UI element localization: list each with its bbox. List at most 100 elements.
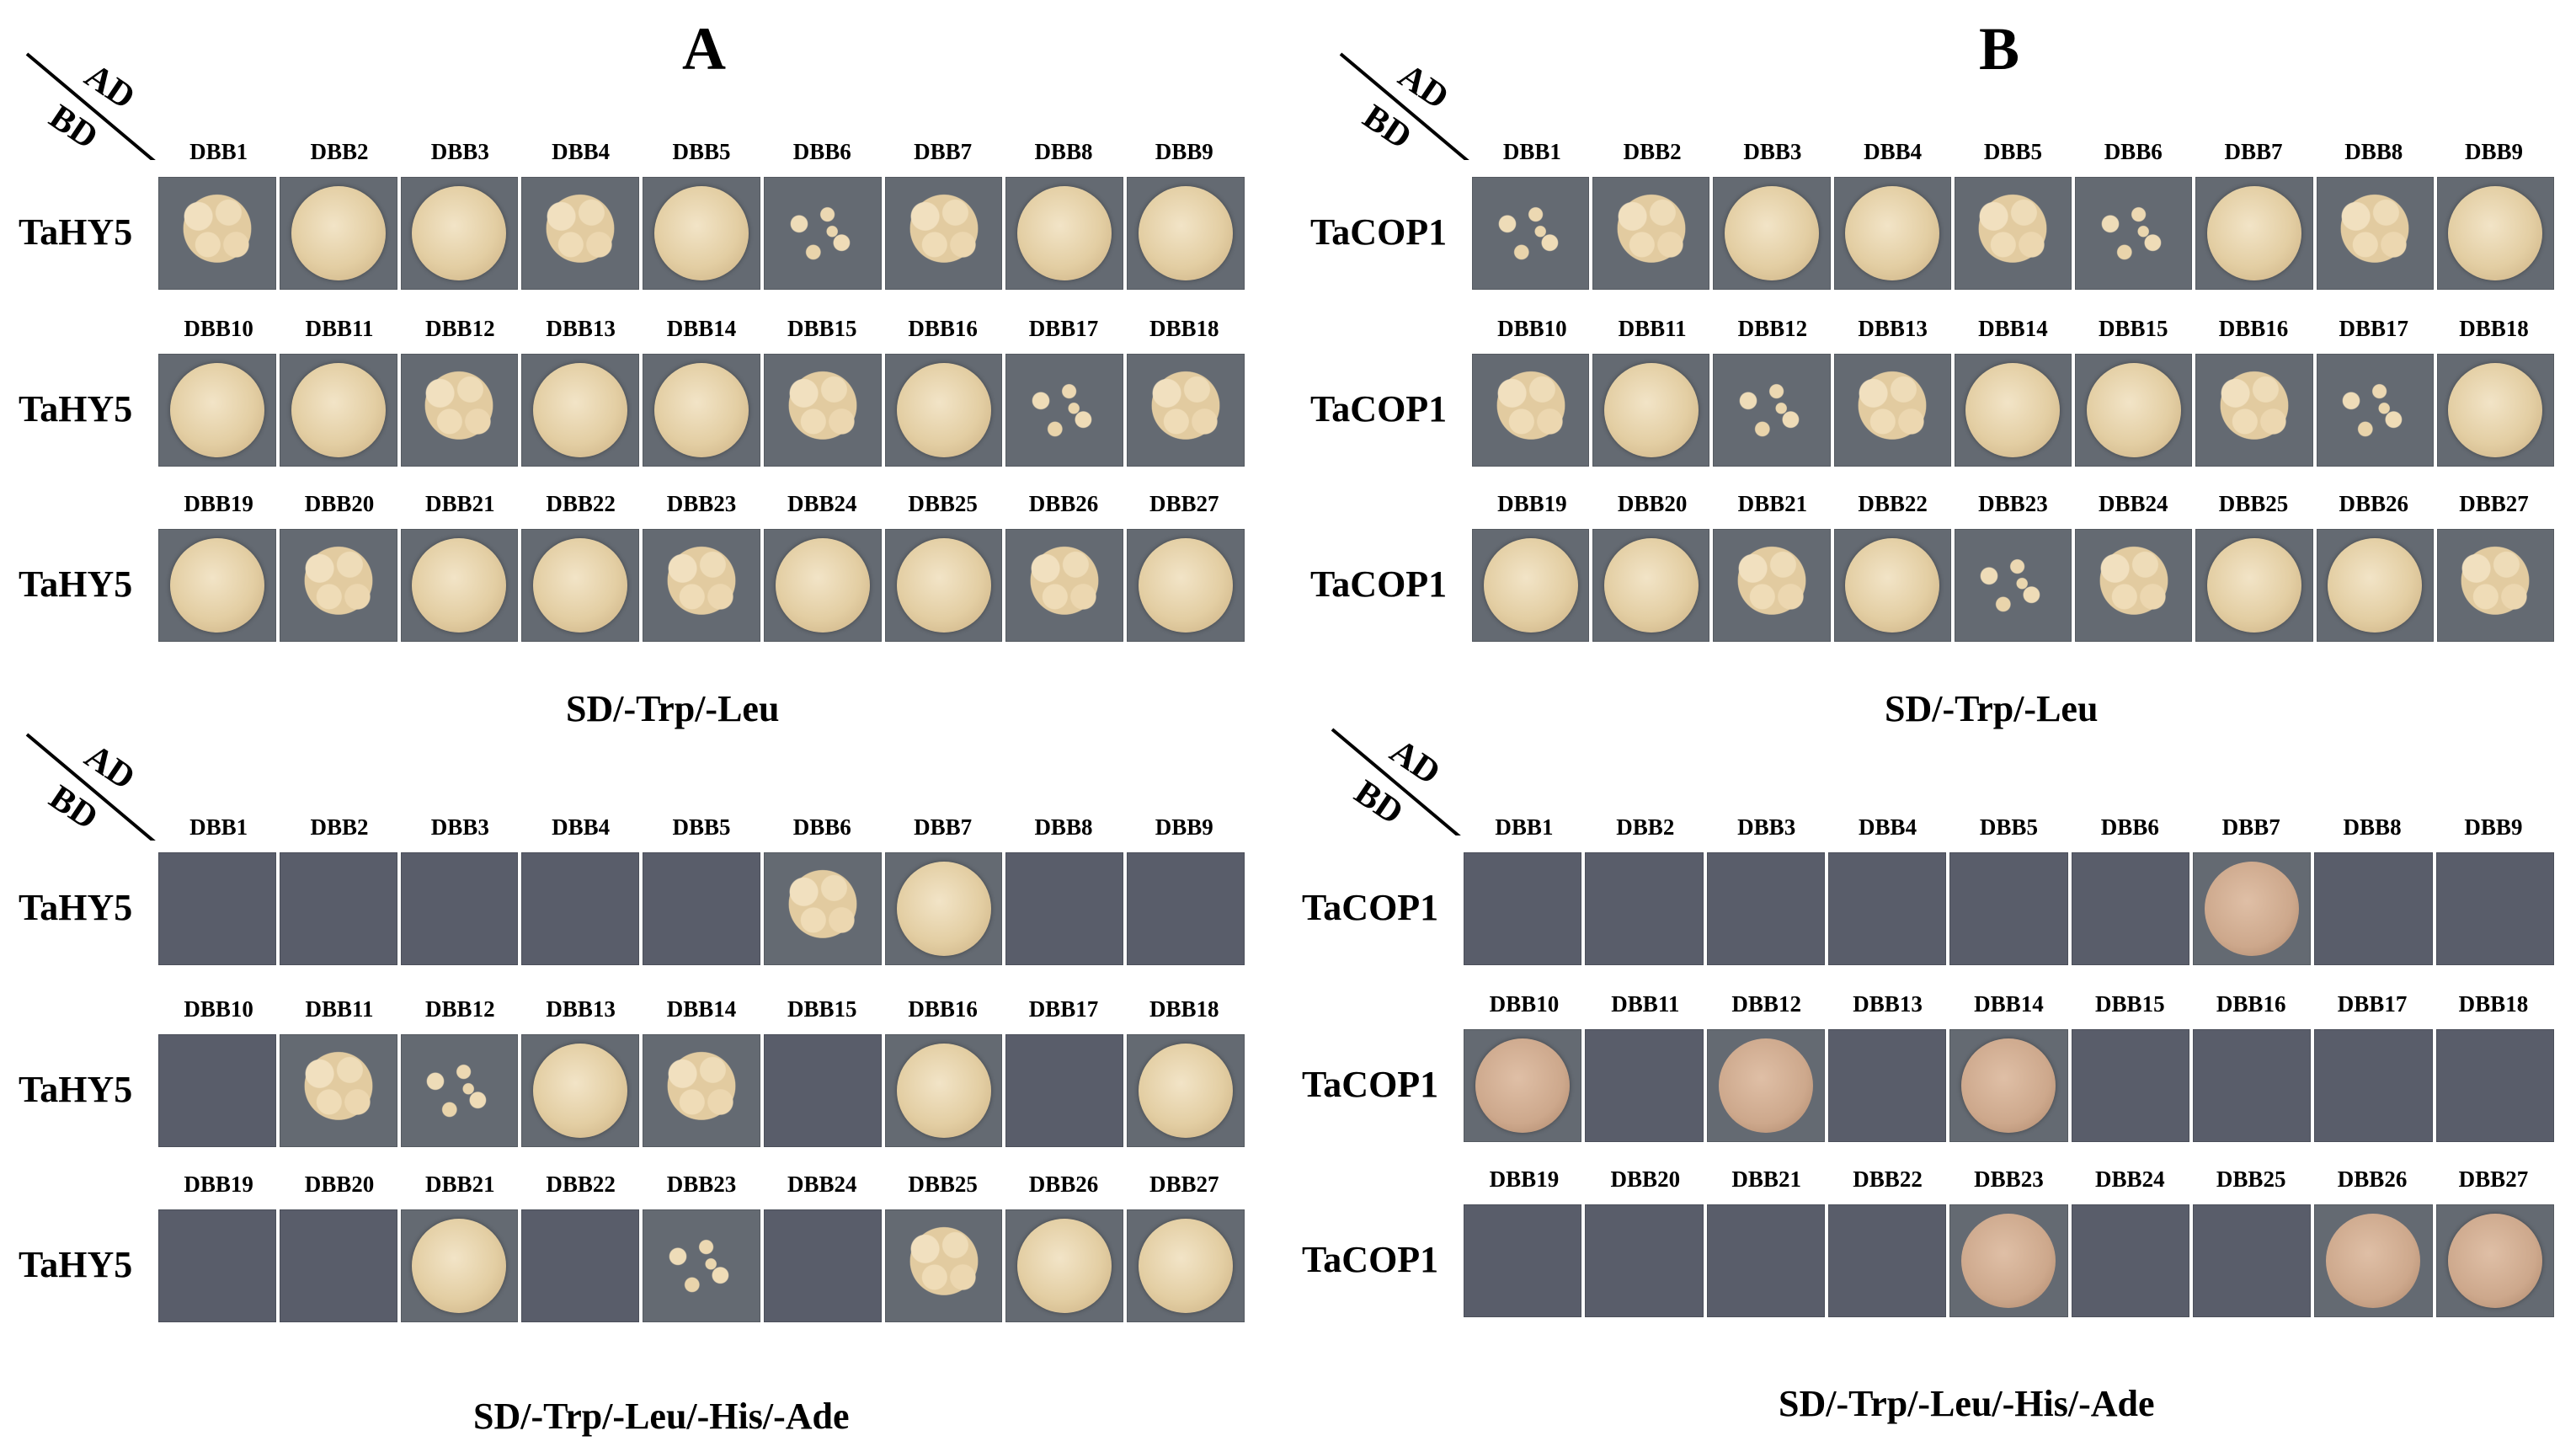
prey-label: DBB13 — [1858, 316, 1928, 341]
prey-label: DBB13 — [546, 316, 616, 341]
yeast-colony — [1718, 1038, 1813, 1133]
prey-label: DBB27 — [1149, 1172, 1219, 1197]
spot-cell — [2195, 354, 2313, 467]
spot-cell — [1713, 529, 1831, 642]
prey-label: DBB3 — [430, 139, 489, 164]
yeast-colony — [2086, 186, 2181, 280]
b-top-row2-bait-label: TaCOP1 — [1310, 388, 1448, 430]
spot-cell — [884, 1034, 1003, 1147]
spot-cell — [2071, 852, 2189, 965]
b-bottom-row1-bait-label: TaCOP1 — [1302, 887, 1439, 928]
yeast-colony — [291, 538, 386, 633]
prey-label: DBB24 — [787, 1172, 857, 1197]
yeast-colony — [169, 186, 264, 280]
spot-cell — [1949, 1029, 2068, 1142]
spot-cell — [279, 177, 397, 290]
prey-label: DBB23 — [666, 1172, 737, 1197]
spot-cell — [884, 852, 1003, 965]
spot-cell — [1713, 354, 1831, 467]
yeast-colony — [169, 538, 264, 633]
yeast-colony — [1725, 186, 1820, 280]
spot-cell — [1464, 852, 1582, 965]
spot-cell — [884, 177, 1003, 290]
yeast-colony — [1845, 538, 1940, 633]
spot-cell — [643, 1034, 760, 1147]
spot-cell — [1127, 529, 1245, 642]
yeast-colony — [412, 1044, 507, 1138]
prey-label: DBB17 — [1028, 996, 1099, 1022]
yeast-colony — [291, 363, 386, 457]
yeast-colony — [775, 363, 870, 457]
yeast-colony — [533, 1044, 628, 1138]
spot-cell — [1472, 529, 1590, 642]
spot-cell — [1954, 177, 2072, 290]
prey-label: DBB8 — [1034, 139, 1093, 164]
prey-label: DBB10 — [184, 316, 253, 341]
spot-cell — [643, 177, 760, 290]
yeast-colony — [1017, 186, 1112, 280]
spot-cell — [400, 354, 519, 467]
spot-cell — [1005, 529, 1124, 642]
yeast-colony — [654, 363, 749, 457]
spot-cell — [2436, 529, 2554, 642]
yeast-colony — [1725, 538, 1820, 633]
yeast-colony — [654, 186, 749, 280]
panel-a-condition-top: SD/-Trp/-Leu — [566, 688, 780, 729]
spot-cell — [279, 529, 397, 642]
spot-cell — [643, 852, 760, 965]
a-bottom-row1-bait-label: TaHY5 — [19, 887, 133, 928]
prey-label: DBB24 — [2095, 1166, 2165, 1192]
yeast-colony — [2448, 186, 2543, 280]
prey-label: DBB12 — [425, 316, 495, 341]
a-top-row2-bait-label: TaHY5 — [19, 388, 133, 430]
prey-label: DBB19 — [184, 1172, 253, 1197]
prey-label: DBB1 — [189, 139, 248, 164]
prey-label: DBB26 — [2337, 1166, 2408, 1192]
prey-label: DBB14 — [666, 996, 737, 1022]
prey-label: DBB22 — [1858, 491, 1928, 516]
b-top-row1-bait-label: TaCOP1 — [1310, 211, 1448, 253]
prey-label: DBB10 — [184, 996, 253, 1022]
spot-cell — [279, 1034, 397, 1147]
spot-cell — [1706, 852, 1825, 965]
prey-label: DBB26 — [1028, 491, 1099, 516]
spot-cell — [2314, 852, 2433, 965]
yeast-colony — [2448, 538, 2543, 633]
prey-label: DBB23 — [666, 491, 737, 516]
prey-label: DBB27 — [1149, 491, 1219, 516]
yeast-colony — [1603, 538, 1699, 633]
yeast-colony — [1475, 1038, 1571, 1133]
yeast-colony — [2326, 1214, 2421, 1308]
spot-cell — [1713, 177, 1831, 290]
prey-label: DBB25 — [2216, 1166, 2286, 1192]
spot-cell — [158, 852, 276, 965]
yeast-colony — [896, 186, 991, 280]
spot-cell — [521, 529, 640, 642]
prey-label: DBB6 — [792, 139, 851, 164]
spot-cell — [2436, 354, 2554, 467]
prey-label: DBB17 — [2339, 316, 2408, 341]
prey-label: DBB9 — [2464, 814, 2523, 840]
prey-label: DBB12 — [1731, 991, 1801, 1017]
b-bottom-row3-bait-label: TaCOP1 — [1302, 1239, 1439, 1280]
spot-cell — [158, 1209, 276, 1322]
spot-cell — [1827, 1029, 1947, 1142]
prey-label: DBB13 — [546, 996, 616, 1022]
prey-label: DBB10 — [1489, 991, 1560, 1017]
spot-cell — [1005, 354, 1124, 467]
prey-label: DBB6 — [2100, 814, 2159, 840]
yeast-colony — [169, 363, 264, 457]
prey-label: DBB23 — [1974, 1166, 2044, 1192]
b-top-row2-plate-strip — [1472, 354, 2554, 467]
yeast-colony — [1603, 186, 1699, 280]
spot-cell — [2195, 529, 2313, 642]
prey-label: DBB13 — [1853, 991, 1923, 1017]
spot-cell — [884, 354, 1003, 467]
prey-label: DBB12 — [1737, 316, 1808, 341]
